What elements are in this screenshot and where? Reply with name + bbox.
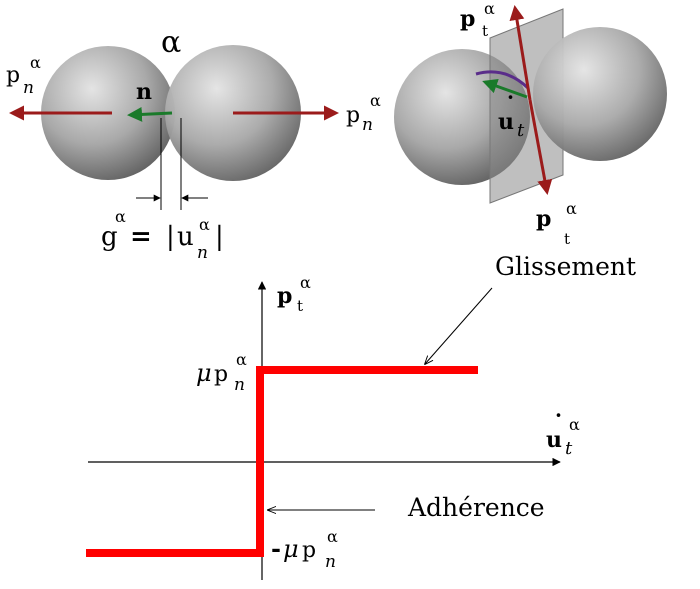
y-axis-sup: α xyxy=(300,273,311,292)
gap-bar-left: | xyxy=(166,222,175,252)
top-force-sup: α xyxy=(484,0,495,18)
coulomb-law-curve xyxy=(86,366,478,557)
x-axis-sup: α xyxy=(569,415,580,434)
upper-right-sphere xyxy=(533,27,667,161)
right-force-sub: n xyxy=(362,115,373,135)
velocity-base: u xyxy=(498,109,514,135)
tangential-contact-diagram: p α t ˙ u t p α t xyxy=(394,0,667,248)
upper-level-sup: α xyxy=(236,350,247,369)
gap-equals: = xyxy=(130,222,152,252)
bottom-force-sup: α xyxy=(566,199,577,218)
top-force-sub: t xyxy=(482,22,488,40)
x-axis-sub: t xyxy=(565,438,573,459)
velocity-dot: ˙ xyxy=(504,93,517,123)
right-force-base: p xyxy=(346,103,360,128)
velocity-arrow xyxy=(482,78,528,99)
velocity-sub: t xyxy=(517,120,525,141)
gap-g-sup: α xyxy=(115,207,126,226)
glissement-label: Glissement xyxy=(495,252,636,281)
normal-vector-arrow xyxy=(127,106,173,122)
alpha-label: α xyxy=(161,25,181,60)
gap-g: g xyxy=(101,222,118,252)
glissement-pointer xyxy=(425,287,493,364)
normal-contact-diagram: α n p α n p α n g α = | u α n | xyxy=(6,25,381,263)
left-force-sub: n xyxy=(23,78,34,98)
upper-level-base: p xyxy=(214,362,228,387)
lower-level-minus: - xyxy=(271,534,281,563)
x-axis-base: u xyxy=(546,427,562,453)
lower-level-sup: α xyxy=(327,527,338,546)
adherence-label: Adhérence xyxy=(407,493,545,522)
lower-level-base: p xyxy=(302,538,316,563)
slip-arc xyxy=(475,70,530,90)
gap-u-sup: α xyxy=(199,215,210,234)
bottom-force-base: p xyxy=(536,206,551,232)
bottom-force-sub: t xyxy=(564,230,570,248)
y-axis-sub: t xyxy=(297,297,303,315)
right-force-sup: α xyxy=(370,91,381,110)
tangential-force-arrow xyxy=(509,5,532,101)
gap-u-sub: n xyxy=(197,243,208,263)
left-force-sup: α xyxy=(30,53,41,72)
lower-level-mu: μ xyxy=(283,535,299,563)
left-force-base: p xyxy=(6,63,20,88)
top-force-base: p xyxy=(460,6,475,32)
gap-bar-right: | xyxy=(215,222,224,252)
lower-level-sub: n xyxy=(325,552,336,572)
upper-level-mu: μ xyxy=(196,359,212,387)
normal-label: n xyxy=(136,79,152,105)
upper-level-sub: n xyxy=(234,375,245,395)
tangential-force-arrow-down xyxy=(528,99,553,195)
gap-u: u xyxy=(177,222,194,252)
y-axis-base: p xyxy=(277,283,292,309)
friction-law-plot: p α t ˙ u α t μ p α n - μ p α n Glisseme… xyxy=(86,252,636,580)
x-axis-dot: ˙ xyxy=(552,411,565,441)
